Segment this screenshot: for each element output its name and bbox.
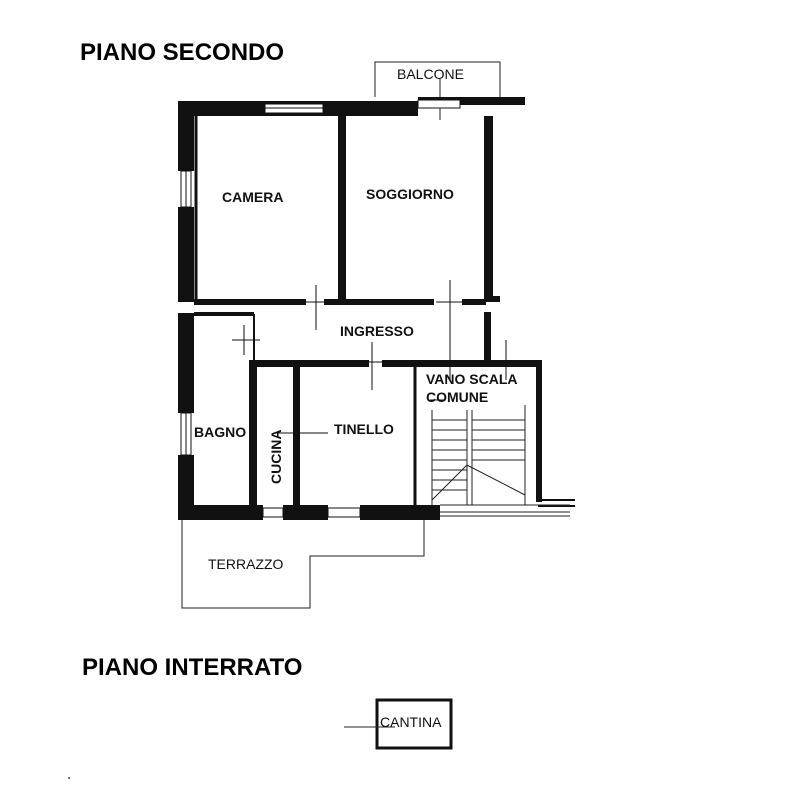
label-vano-scala: VANO SCALA: [426, 371, 518, 387]
label-cantina: CANTINA: [380, 714, 442, 730]
label-ingresso: INGRESSO: [340, 323, 414, 339]
label-bagno: BAGNO: [194, 424, 246, 440]
label-balcone: BALCONE: [397, 66, 464, 82]
windows: [180, 99, 461, 518]
label-comune: COMUNE: [426, 389, 488, 405]
cellar: [344, 698, 453, 750]
label-camera: CAMERA: [222, 189, 283, 205]
exterior-walls: [178, 97, 525, 520]
label-tinello: TINELLO: [334, 421, 394, 437]
label-cucina: CUCINA: [268, 430, 284, 484]
terrace: [181, 520, 425, 609]
lower-floor-title: PIANO INTERRATO: [82, 654, 302, 681]
staircase: [430, 399, 570, 517]
label-soggiorno: SOGGIORNO: [366, 186, 454, 202]
interior-walls: [194, 116, 575, 508]
label-terrazzo: TERRAZZO: [208, 556, 284, 572]
upper-floor-title: PIANO SECONDO: [80, 39, 284, 66]
door-markers: [232, 280, 507, 445]
speck: [68, 777, 70, 779]
